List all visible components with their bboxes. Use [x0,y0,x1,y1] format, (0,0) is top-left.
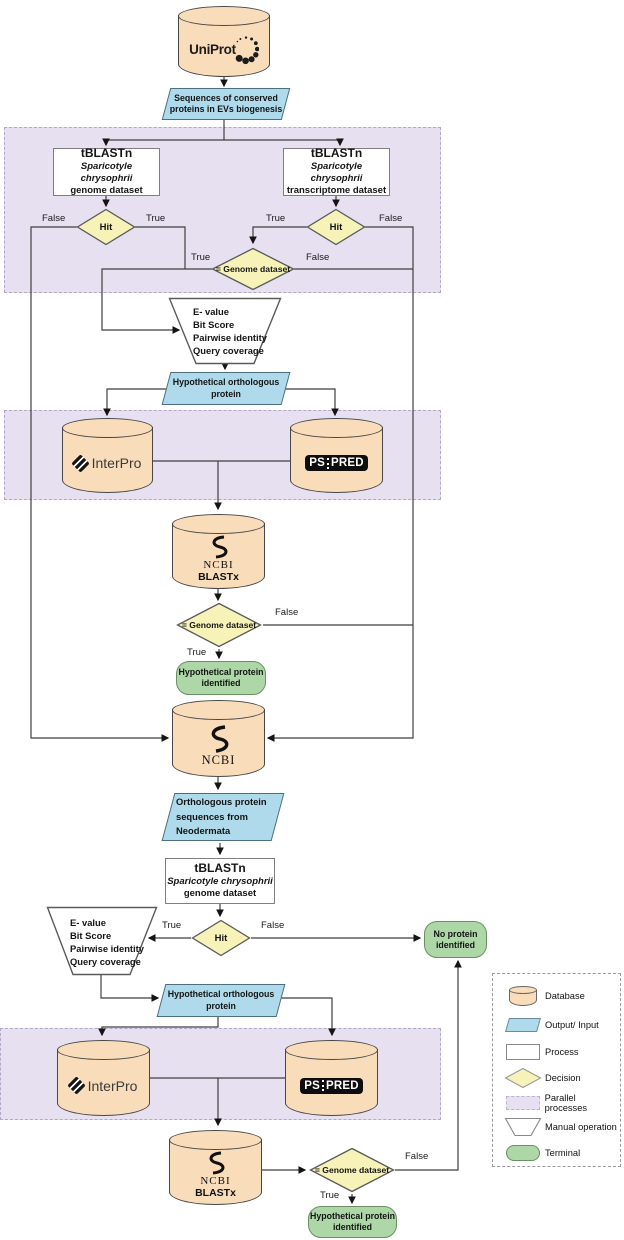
io-shape-icon [501,1018,545,1032]
tblastn-genome-box: tBLASTn Sparicotyle chrysophrii genome d… [53,146,160,196]
psipred-divider-icon [326,457,329,469]
legend-item-terminal: Terminal [501,1142,580,1164]
edge-label-false: False [405,1151,429,1162]
no-protein-terminal: No protein identified [424,921,487,958]
hit-decision-transcriptome: Hit [305,207,367,247]
edge-label-true: True [266,213,286,224]
psipred-logo: PS PRED [305,455,368,471]
edge-label-true: True [191,252,211,263]
edge-label-true: True [162,920,182,931]
edge-label-true: True [187,647,207,658]
legend-item-parallel: Parallel processes [501,1092,620,1114]
legend-item-decision: Decision [501,1067,581,1089]
edge-label-false: False [42,213,66,224]
hit-decision-3: Hit [190,918,252,958]
edge-label-true: True [320,1190,340,1201]
terminal-shape-icon [501,1145,545,1161]
decision-shape-icon [501,1067,545,1089]
parallel-shape-icon [501,1096,545,1110]
ncbi-blastx-database-2: NCBI BLASTx [169,1130,262,1205]
ncbi-helix-icon [209,1151,224,1175]
edge-label-true: True [146,213,166,224]
edge-label-false: False [261,920,285,931]
genome-dataset-decision-1: = Genome dataset [210,246,296,292]
hypothetical-orthologous-2: Hypothetical orthologous protein [167,989,275,1011]
tblastn-genome-box-2: tBLASTn Sparicotyle chrysophrii genome d… [165,858,275,904]
psipred-database-1: PS PRED [290,418,383,493]
protein-identified-terminal-1: Hypothetical protein identified [176,661,266,695]
psipred-logo: PS PRED [300,1077,363,1094]
genome-dataset-decision-2: = Genome dataset [175,601,263,649]
psipred-database-2: PS PRED [285,1040,378,1116]
edge-label-false: False [275,607,299,618]
interpro-icon [66,1076,86,1095]
hit-decision-genome: Hit [75,207,137,247]
legend-item-manual: Manual operation [501,1116,617,1138]
ncbi-helix-icon [211,724,228,753]
sequences-input: Sequences of conserved proteins in EVs b… [169,92,283,114]
interpro-icon [70,453,90,473]
legend-item-output-input: Output/ Input [501,1014,599,1036]
uniprot-database: UniProt [178,6,270,77]
psipred-divider-icon [321,1080,324,1091]
ncbi-helix-icon [212,535,227,559]
genome-dataset-decision-3: = Genome dataset [308,1146,396,1194]
uniprot-logo: UniProt [189,30,259,68]
edge-label-false: False [379,213,403,224]
uniprot-dots-icon [235,36,259,65]
manual-shape-icon [501,1117,545,1137]
manual-filter-1: E- value Bit Score Pairwise identity Que… [168,297,282,365]
ncbi-blastx-database-1: NCBI BLASTx [172,514,265,589]
edge-label-false: False [306,252,330,263]
legend-item-process: Process [501,1041,579,1063]
interpro-database-1: InterPro [62,418,153,493]
protein-identified-terminal-2: Hypothetical protein identified [308,1206,397,1238]
uniprot-label: UniProt [189,41,236,57]
legend: Database Output/ Input Process Decision … [492,973,621,1167]
database-shape-icon [501,986,545,1006]
ncbi-database: NCBI [172,700,265,777]
orthologous-neodermata: Orthologous protein sequences from Neode… [176,796,267,837]
hypothetical-orthologous-1: Hypothetical orthologous protein [172,377,280,399]
manual-filter-2: E- value Bit Score Pairwise identity Que… [46,906,158,976]
tblastn-transcriptome-box: tBLASTn Sparicotyle chrysophrii transcri… [283,146,390,196]
legend-item-database: Database [501,985,585,1007]
process-shape-icon [501,1044,545,1060]
interpro-database-2: InterPro [57,1040,150,1116]
